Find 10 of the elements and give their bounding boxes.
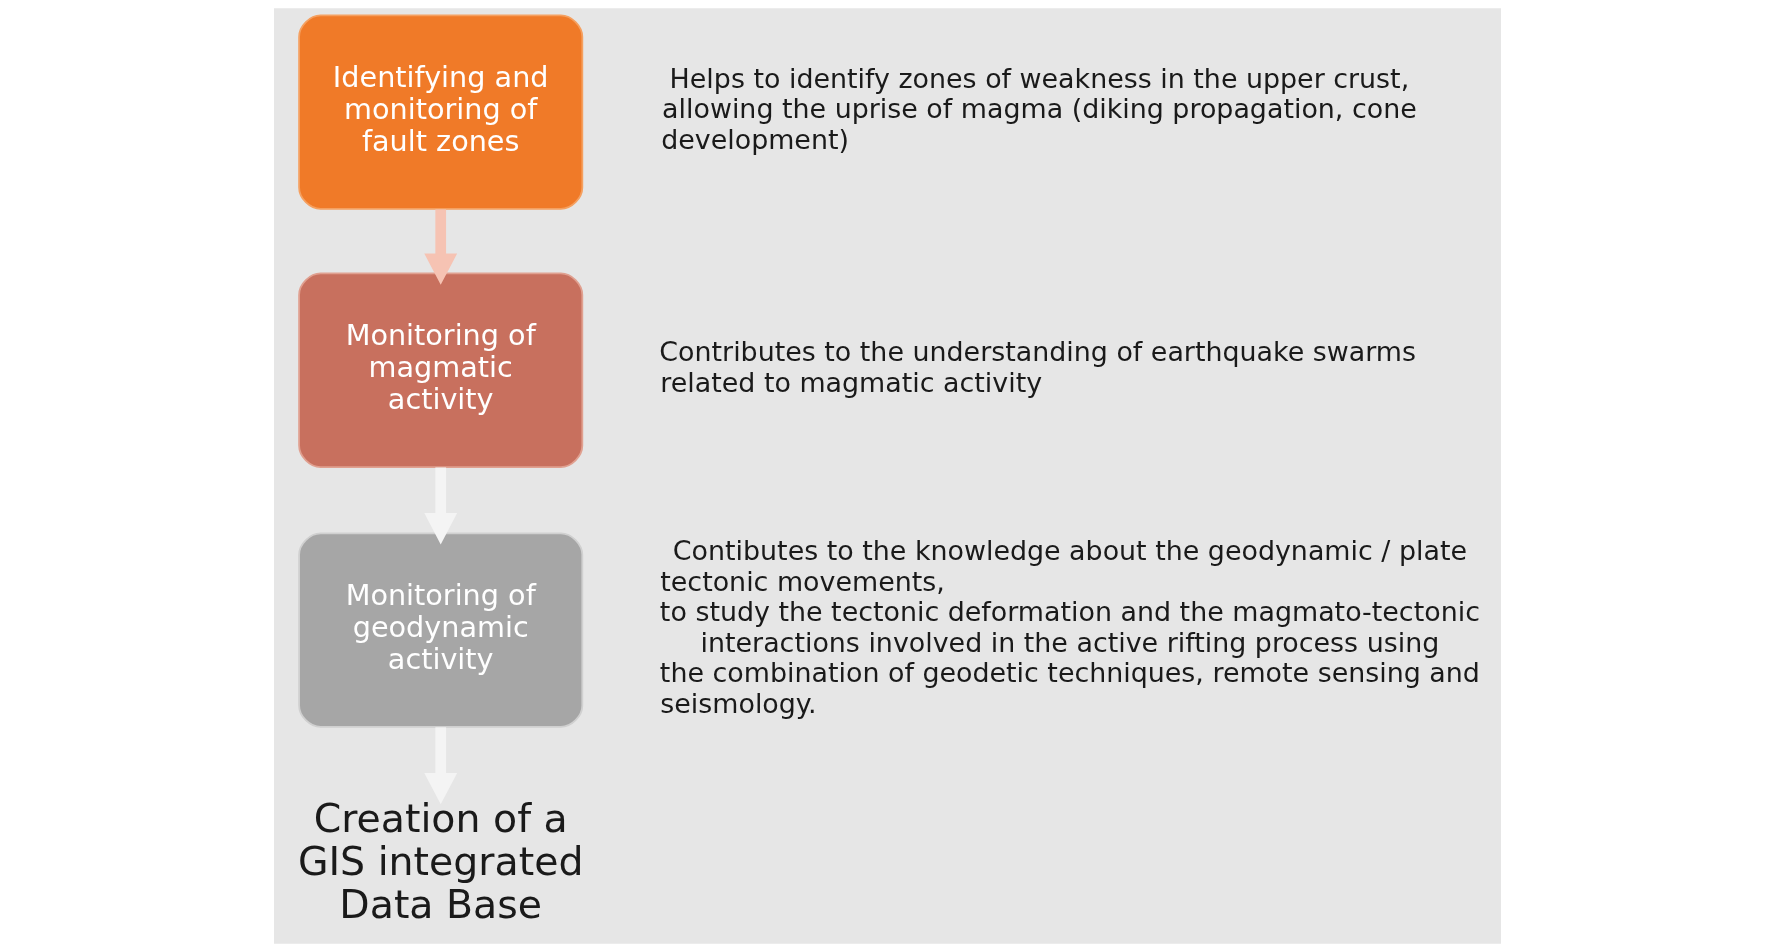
node-label: Helps to identify zones of weakness in the upper crust, allowing the uprise of magma (diking propagation, cone development): [660, 62, 1417, 155]
node-box: Monitoring of magmatic activity: [297, 272, 583, 468]
node-label: Contributes to the understanding of earthquake swarms related to magmatic activity: [658, 336, 1416, 398]
arrow: [423, 467, 457, 545]
node-box: Identifying and monitoring of fault zones: [297, 14, 583, 210]
arrow: [423, 209, 457, 285]
node-text: Creation of a GIS integrated Data Base: [297, 795, 583, 928]
node-label: to study the tectonic deformation and the magmato-tectonic interactions involved in the active rifting process using the combination of geodetic techniques, remote sensing and seismology.: [659, 596, 1480, 719]
arrow: [423, 727, 457, 805]
node-box: Monitoring of geodynamic activity: [297, 532, 583, 728]
